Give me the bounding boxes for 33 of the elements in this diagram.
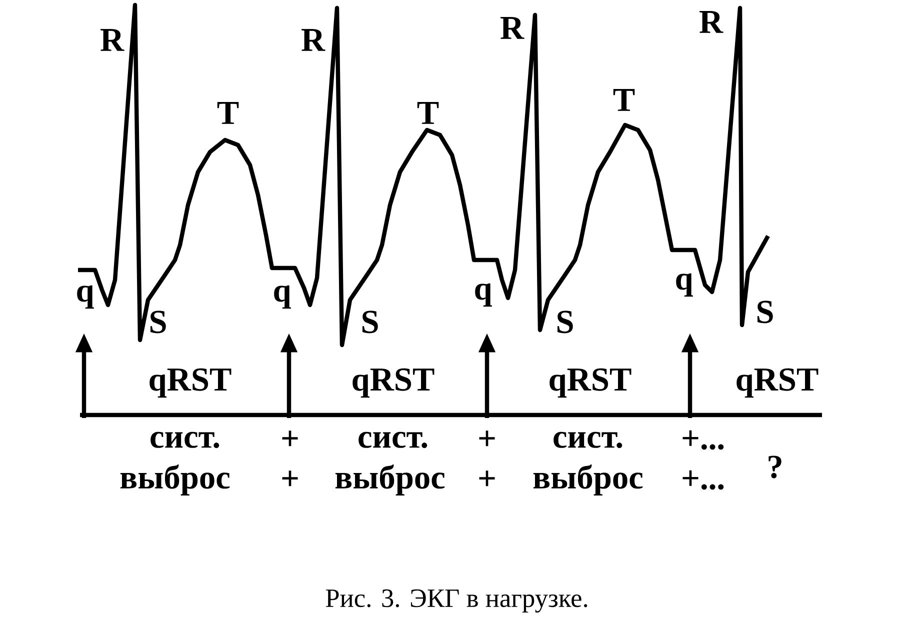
label: +	[282, 430, 298, 446]
label: qRST	[150, 368, 232, 398]
label: S	[557, 310, 573, 334]
label: выброс	[120, 464, 230, 496]
label: q	[676, 273, 693, 297]
label: сист.	[358, 432, 428, 448]
label: S	[150, 310, 166, 334]
label: S	[757, 300, 773, 324]
label: S	[362, 310, 378, 334]
label: R	[700, 11, 724, 33]
label: +...	[682, 430, 724, 450]
label: q	[274, 285, 291, 309]
caption: Рис. 3. ЭКГ в нагрузке.	[326, 589, 588, 613]
label: +...	[682, 470, 724, 490]
label: выброс	[335, 464, 445, 496]
label: ?	[768, 456, 782, 478]
label: qRST	[736, 368, 818, 398]
label: +	[479, 470, 495, 486]
label: R	[302, 29, 326, 51]
label: +	[282, 470, 298, 486]
label: выброс	[533, 464, 643, 496]
label: T	[417, 102, 439, 124]
label: q	[77, 285, 94, 309]
label: qRST	[352, 368, 434, 398]
label: qRST	[550, 368, 632, 398]
label: сист.	[150, 432, 220, 448]
label: q	[475, 283, 492, 307]
label: T	[613, 89, 635, 111]
label: сист.	[554, 432, 622, 448]
label: R	[500, 17, 524, 39]
label: T	[217, 102, 239, 124]
label: +	[479, 430, 495, 446]
label: R	[100, 29, 124, 51]
